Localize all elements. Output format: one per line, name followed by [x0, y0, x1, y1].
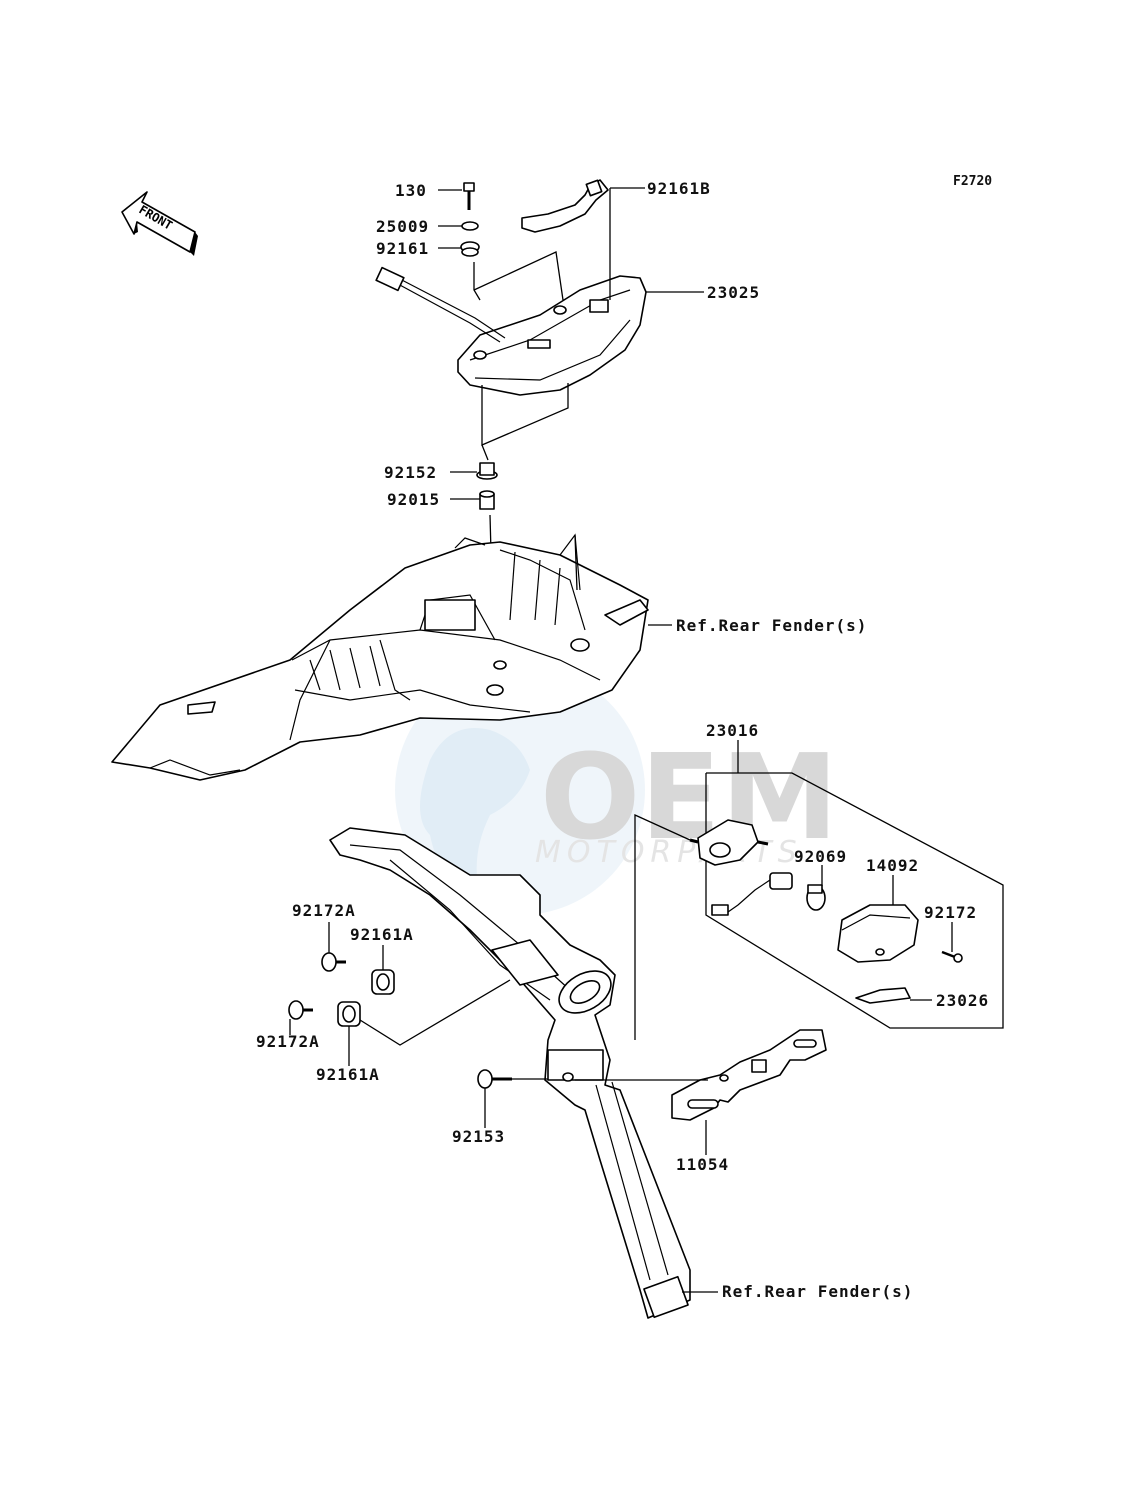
label-92161B: 92161B — [647, 179, 711, 198]
label-25009: 25009 — [376, 217, 429, 236]
label-92172A-top: 92172A — [292, 901, 356, 920]
label-92152: 92152 — [384, 463, 437, 482]
rear-fender-cowl — [111, 533, 649, 781]
watermark: OEM MOTORPARTS — [395, 665, 838, 915]
figure-code: F2720 — [953, 174, 992, 189]
label-92161A-top: 92161A — [350, 925, 414, 944]
label-leaders — [289, 187, 953, 1293]
part-92161-grommet — [460, 241, 480, 257]
label-23026: 23026 — [936, 991, 989, 1010]
label-92172: 92172 — [924, 903, 977, 922]
license-plate-bracket-frame — [329, 813, 691, 1319]
part-25009-washer — [461, 221, 479, 231]
watermark-brand: OEM — [540, 728, 838, 866]
part-92161B-bracket — [521, 179, 609, 233]
label-130: 130 — [395, 181, 427, 200]
label-92153: 92153 — [452, 1127, 505, 1146]
part-92172A-screw-lower — [288, 1000, 313, 1020]
label-92069: 92069 — [794, 847, 847, 866]
part-92015-collar — [479, 490, 495, 510]
label-92015: 92015 — [387, 490, 440, 509]
label-92161A-bottom: 92161A — [316, 1065, 380, 1084]
part-92172A-screw-upper — [321, 952, 346, 972]
label-23016: 23016 — [706, 721, 759, 740]
part-23025-tail-light — [375, 266, 647, 396]
part-92161A-grommet-upper — [371, 969, 395, 995]
watermark-sub: MOTORPARTS — [535, 835, 803, 870]
part-130-bolt — [463, 182, 475, 210]
label-14092: 14092 — [866, 856, 919, 875]
part-92161A-grommet-lower — [337, 1001, 361, 1027]
front-arrow-icon: FRONT — [121, 191, 198, 256]
guide-lines-upper — [473, 251, 569, 591]
label-ref-rear-fender-lower: Ref.Rear Fender(s) — [722, 1282, 913, 1301]
part-labels: 130 25009 92161 92161B 23025 92152 92015… — [256, 179, 989, 1301]
part-92153-bolt — [477, 1069, 512, 1089]
label-92172A-bottom: 92172A — [256, 1032, 320, 1051]
guide-line-grommets — [359, 979, 511, 1046]
label-ref-rear-fender-upper: Ref.Rear Fender(s) — [676, 616, 867, 635]
label-11054: 11054 — [676, 1155, 729, 1174]
label-92161: 92161 — [376, 239, 429, 258]
part-92152-collar — [476, 462, 498, 480]
part-23016-license-light-kit — [689, 772, 1004, 1029]
label-23025: 23025 — [707, 283, 760, 302]
part-11054-plate-bracket — [671, 1029, 827, 1121]
